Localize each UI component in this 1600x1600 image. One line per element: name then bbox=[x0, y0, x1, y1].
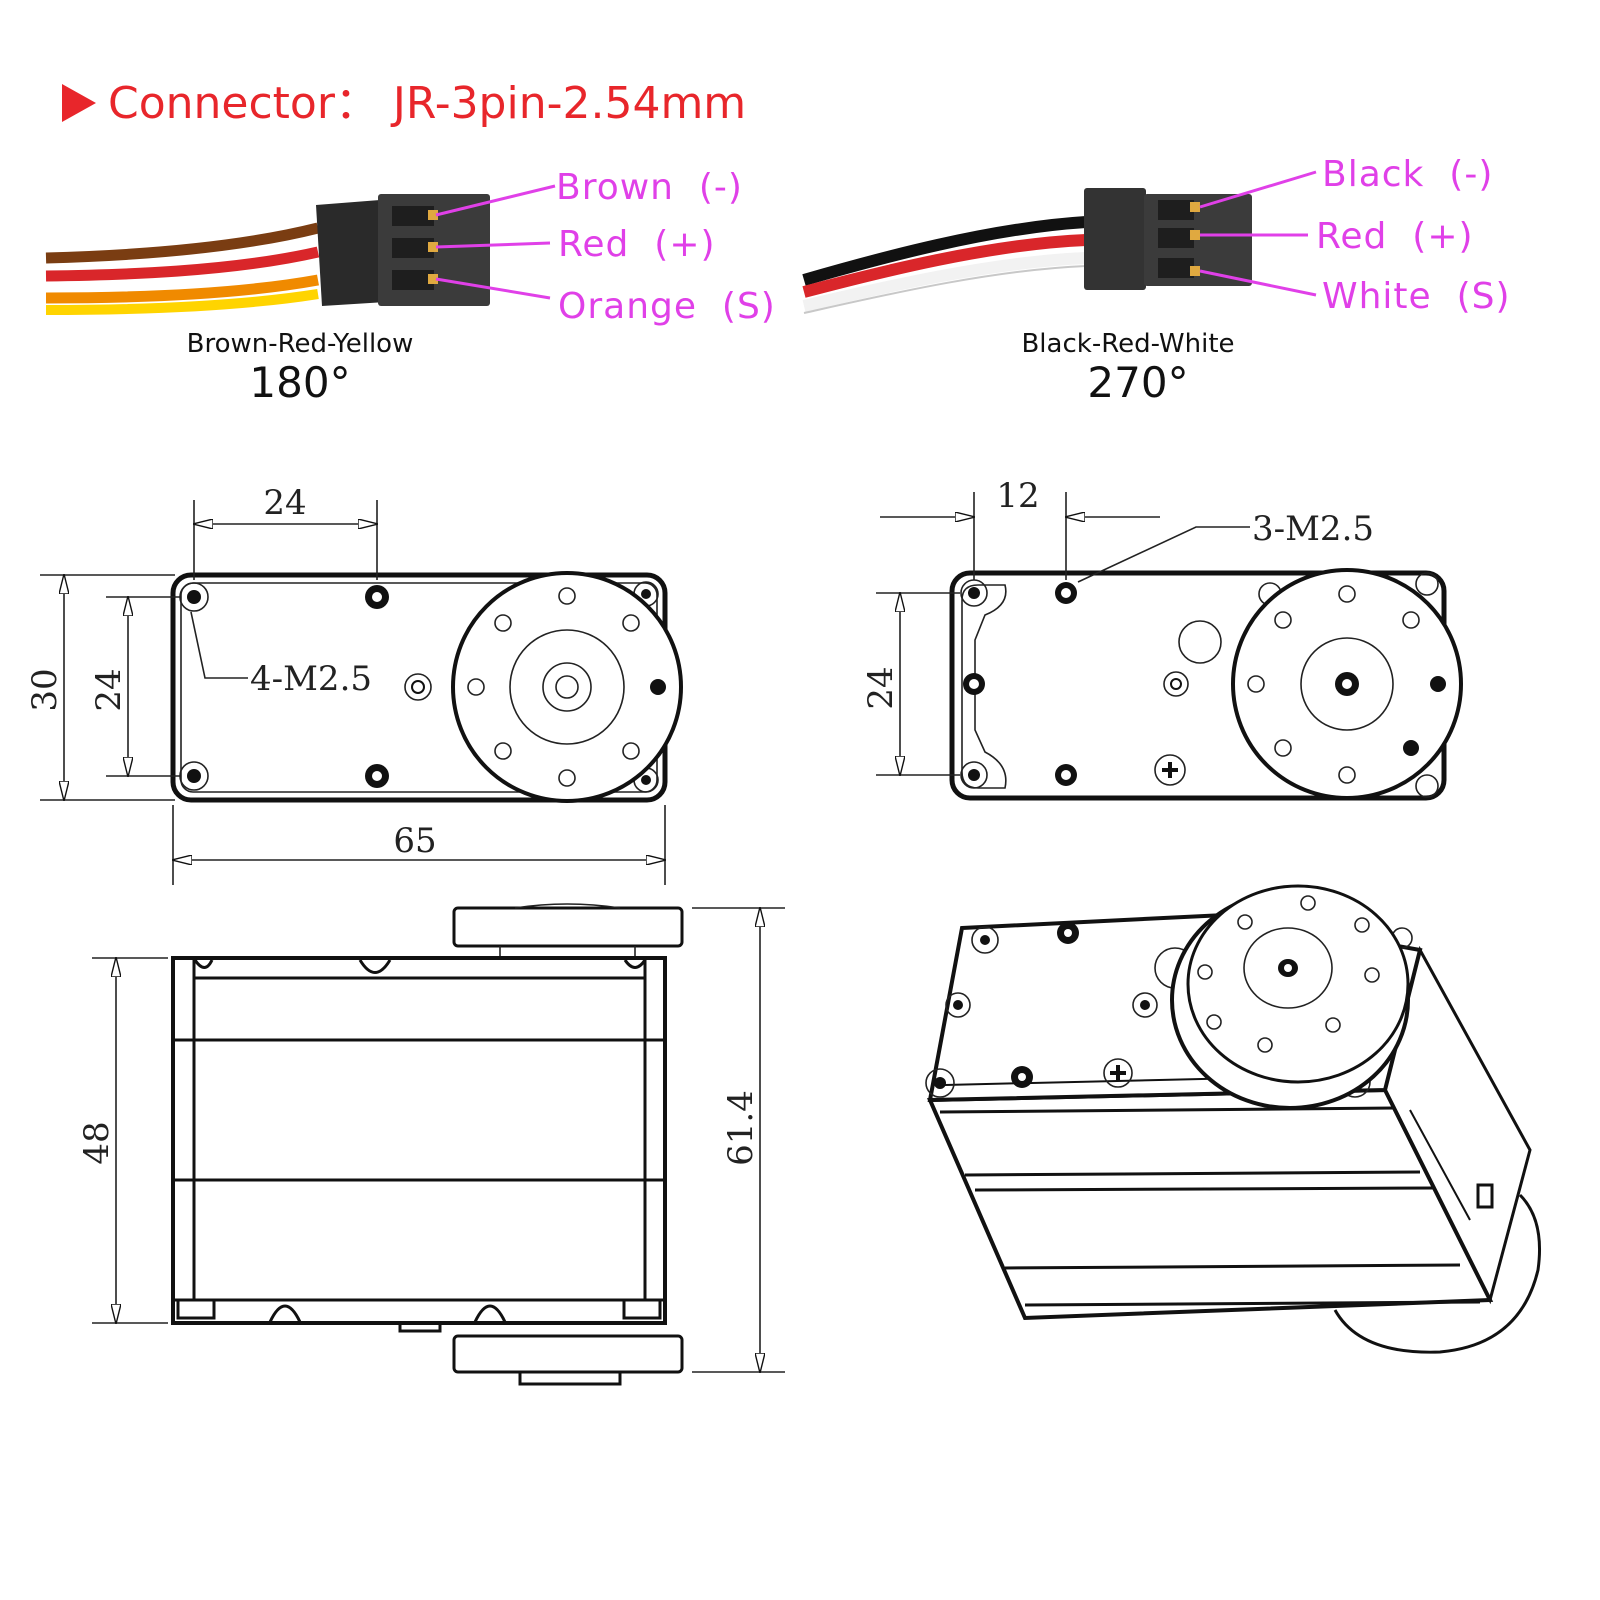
output-horn bbox=[1170, 884, 1410, 1110]
connector-housing-back bbox=[1084, 188, 1146, 290]
top-view-drawing-left: 24 30 24 65 4-M2.5 bbox=[25, 483, 683, 885]
wire-color-caption: Black-Red-White bbox=[1021, 329, 1234, 359]
phillips-screw-icon bbox=[1103, 1058, 1133, 1088]
side-view-drawing: 48 61.4 bbox=[77, 903, 785, 1386]
output-horn bbox=[451, 571, 683, 803]
mounting-hole bbox=[179, 761, 209, 791]
dimension-inner-height: 24 bbox=[861, 666, 901, 709]
connector-header: Connector： JR-3pin-2.54mm bbox=[62, 78, 746, 129]
pin-label-black: Black (-) bbox=[1322, 154, 1493, 195]
wire-white bbox=[802, 252, 1087, 312]
pin-contact bbox=[428, 242, 438, 252]
mounting-hole bbox=[365, 585, 389, 609]
dimension-height: 30 bbox=[25, 668, 65, 711]
dimension-length: 65 bbox=[393, 821, 436, 861]
pin-contact bbox=[1190, 266, 1200, 276]
wire-color-caption: Brown-Red-Yellow bbox=[187, 329, 414, 359]
pin-label-red: Red (+) bbox=[1316, 216, 1474, 257]
connector-title: Connector： JR-3pin-2.54mm bbox=[108, 78, 746, 129]
mounting-hole bbox=[365, 764, 389, 788]
pin-label-orange: Orange (S) bbox=[558, 286, 776, 327]
mounting-hole bbox=[960, 761, 988, 789]
wire-black bbox=[802, 216, 1087, 286]
connector-left-illustration: Brown (-) Red (+) Orange (S) Brown-Red-Y… bbox=[45, 167, 776, 407]
dimension-body-height: 48 bbox=[77, 1121, 117, 1164]
output-horn-side bbox=[452, 906, 684, 948]
dimension-hole-spacing: 24 bbox=[263, 483, 306, 523]
dimension-inner-height: 24 bbox=[89, 668, 129, 711]
rotation-angle: 270° bbox=[1087, 358, 1188, 407]
pin-label-red: Red (+) bbox=[558, 224, 716, 265]
pin-contact bbox=[1190, 230, 1200, 240]
connector-right-illustration: Black (-) Red (+) White (S) Black-Red-Wh… bbox=[802, 154, 1511, 407]
servo-body-side bbox=[171, 956, 667, 1325]
mounting-hole bbox=[960, 579, 988, 607]
pin-contact bbox=[428, 210, 438, 220]
wire-brown bbox=[45, 222, 320, 264]
dimension-hole-offset: 12 bbox=[996, 476, 1039, 516]
wire-red bbox=[45, 246, 320, 282]
dimension-total-height: 61.4 bbox=[721, 1090, 761, 1166]
play-arrow-icon bbox=[62, 84, 96, 122]
hole-callout: 4-M2.5 bbox=[250, 659, 372, 699]
pin-contact bbox=[428, 274, 438, 284]
wire-orange bbox=[45, 274, 319, 304]
mounting-hole bbox=[963, 673, 985, 695]
pin-label-white: White (S) bbox=[1322, 276, 1511, 317]
hole-callout: 3-M2.5 bbox=[1252, 509, 1374, 549]
pin-label-brown: Brown (-) bbox=[556, 167, 743, 208]
mounting-hole bbox=[179, 582, 209, 612]
connector-housing-back bbox=[316, 200, 385, 306]
phillips-screw-icon bbox=[1154, 754, 1186, 786]
pin-contact bbox=[1190, 202, 1200, 212]
isometric-view-drawing bbox=[925, 884, 1542, 1354]
rotation-angle: 180° bbox=[249, 358, 350, 407]
top-view-drawing-right: 12 24 3-M2.5 bbox=[861, 476, 1463, 801]
wire-red bbox=[802, 234, 1087, 298]
output-horn bbox=[1231, 568, 1463, 800]
